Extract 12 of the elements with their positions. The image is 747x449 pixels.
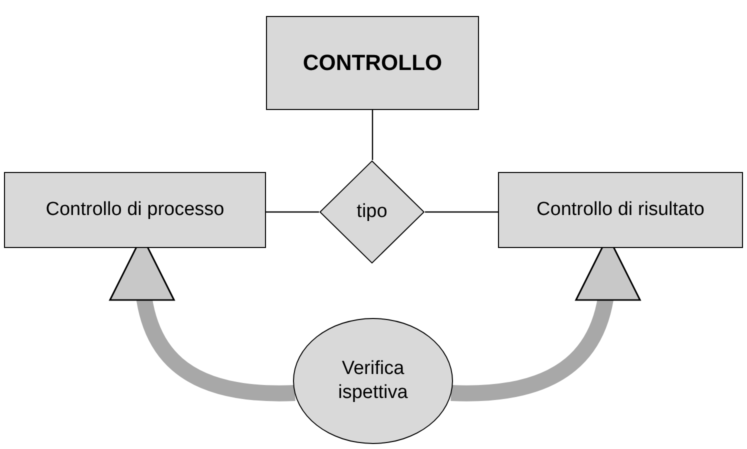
entity-box [498, 172, 743, 248]
node-label: tipo [356, 200, 388, 224]
node-label: Verifica ispettiva [337, 357, 409, 405]
entity-box [266, 16, 479, 110]
connector-line [372, 110, 374, 160]
node-label: CONTROLLO [302, 49, 444, 77]
node-label: Controllo di processo [44, 198, 226, 222]
connector-line [425, 211, 498, 213]
decision-diamond [319, 160, 425, 264]
entity-box [4, 172, 266, 248]
node-label: Controllo di risultato [536, 198, 706, 222]
connector-line [266, 211, 319, 213]
